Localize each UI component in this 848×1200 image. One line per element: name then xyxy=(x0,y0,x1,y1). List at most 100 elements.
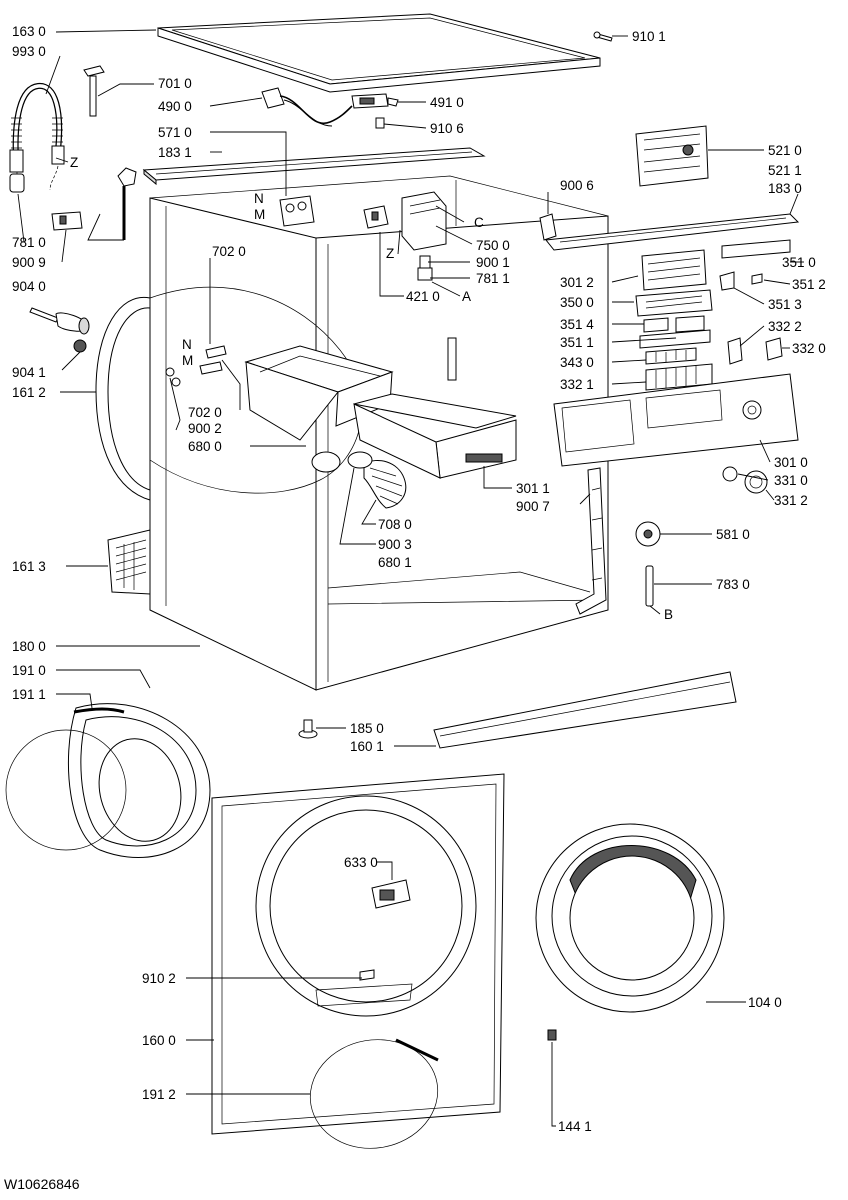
plinth-160-1-part xyxy=(433,671,737,749)
display-board-350-0-part xyxy=(635,289,713,317)
label-N-top: N xyxy=(254,191,264,206)
clip-900-9-part xyxy=(51,211,83,231)
label-A: A xyxy=(462,289,471,304)
connector-knob-701-0-part xyxy=(83,65,105,117)
label-351-2: 351 2 xyxy=(792,277,826,292)
label-301-1: 301 1 xyxy=(516,481,550,496)
label-C: C xyxy=(474,215,484,230)
lever-332-0-part xyxy=(765,337,783,361)
label-993-0: 993 0 xyxy=(12,44,46,59)
label-900-1: 900 1 xyxy=(476,255,510,270)
inlet-valve-part xyxy=(279,195,315,227)
label-781-0: 781 0 xyxy=(12,235,46,250)
label-680-0: 680 0 xyxy=(188,439,222,454)
label-910-1: 910 1 xyxy=(632,29,666,44)
detergent-drawer-301-1-part xyxy=(353,393,517,479)
label-900-3: 900 3 xyxy=(378,537,412,552)
connector-900-6-part xyxy=(539,213,557,241)
tube-783-0-part xyxy=(645,565,654,607)
top-cover-part xyxy=(157,13,601,93)
label-351-1: 351 1 xyxy=(560,335,594,350)
label-332-2: 332 2 xyxy=(768,319,802,334)
vent-grille-161-3-part xyxy=(107,529,151,595)
label-191-0: 191 0 xyxy=(12,663,46,678)
label-332-1: 332 1 xyxy=(560,377,594,392)
hose-nozzle-571-0-part xyxy=(117,167,137,240)
label-421-0: 421 0 xyxy=(406,289,440,304)
label-M-top: M xyxy=(254,207,265,222)
label-351-0: 351 0 xyxy=(782,255,816,270)
keypad-351-4-part xyxy=(643,317,669,333)
label-680-1: 680 1 xyxy=(378,555,412,570)
label-708-0: 708 0 xyxy=(378,517,412,532)
control-board-301-2-part xyxy=(641,249,707,291)
clamp-ring-191-2-part xyxy=(309,1038,439,1149)
label-104-0: 104 0 xyxy=(748,995,782,1010)
label-910-2: 910 2 xyxy=(142,971,176,986)
label-351-4: 351 4 xyxy=(560,317,594,332)
label-161-3: 161 3 xyxy=(12,559,46,574)
door-104-0-part xyxy=(535,823,725,1013)
label-180-0: 180 0 xyxy=(12,639,46,654)
label-351-3: 351 3 xyxy=(768,297,802,312)
foot-185-0-part xyxy=(298,719,318,739)
screw-910-1-part xyxy=(593,31,613,42)
label-491-0: 491 0 xyxy=(430,95,464,110)
label-521-0: 521 0 xyxy=(768,143,802,158)
rail-183-1-part xyxy=(142,147,486,186)
detergent-drawer-housing-680-0-part xyxy=(244,345,394,473)
label-N-mid: N xyxy=(182,337,192,352)
document-id: W10626846 xyxy=(4,1176,80,1192)
nut-144-1-part xyxy=(547,1029,557,1041)
bolt-904-0-part xyxy=(29,307,90,335)
label-633-0: 633 0 xyxy=(344,855,378,870)
label-160-1: 160 1 xyxy=(350,739,384,754)
label-191-2: 191 2 xyxy=(142,1087,176,1102)
noise-filter-750-0-part xyxy=(401,191,447,281)
label-160-0: 160 0 xyxy=(142,1033,176,1048)
label-183-0: 183 0 xyxy=(768,181,802,196)
screw-910-2-part xyxy=(359,969,375,981)
connector-421-0-part xyxy=(363,205,389,229)
label-900-7: 900 7 xyxy=(516,499,550,514)
front-panel-160-0-part xyxy=(211,773,505,1135)
label-521-1: 521 1 xyxy=(768,163,802,178)
label-161-2: 161 2 xyxy=(12,385,46,400)
label-350-0: 350 0 xyxy=(560,295,594,310)
label-701-0: 701 0 xyxy=(158,76,192,91)
control-module-521-0-part xyxy=(635,125,709,187)
screw-910-6-part xyxy=(375,117,385,129)
label-910-6: 910 6 xyxy=(430,121,464,136)
leader-lines xyxy=(17,29,804,1127)
label-B: B xyxy=(664,607,673,622)
label-332-0: 332 0 xyxy=(792,341,826,356)
label-900-6: 900 6 xyxy=(560,178,594,193)
label-571-0: 571 0 xyxy=(158,125,192,140)
label-900-2: 900 2 xyxy=(188,421,222,436)
button-strip-351-0-part xyxy=(721,239,791,259)
console-rail-183-0-part xyxy=(545,213,800,251)
label-Z-top: Z xyxy=(70,155,78,170)
knob-331-0-part xyxy=(722,466,768,494)
label-781-1: 781 1 xyxy=(476,271,510,286)
label-185-0: 185 0 xyxy=(350,721,384,736)
valve-tubes-702-0-part xyxy=(165,345,227,387)
clip-351-2-part xyxy=(751,273,763,285)
label-490-0: 490 0 xyxy=(158,99,192,114)
hose-clamp-781-0-part xyxy=(9,173,25,193)
wiring-490-0-part xyxy=(261,87,353,127)
label-191-1: 191 1 xyxy=(12,687,46,702)
led-strip-343-0-part xyxy=(645,347,697,365)
label-301-2: 301 2 xyxy=(560,275,594,290)
label-144-1: 144 1 xyxy=(558,1119,592,1134)
filter-491-0-part xyxy=(351,93,399,109)
label-702-0-lower: 702 0 xyxy=(188,405,222,420)
pressure-switch-581-0-part xyxy=(635,521,661,547)
label-331-2: 331 2 xyxy=(774,493,808,508)
label-343-0: 343 0 xyxy=(560,355,594,370)
label-M-mid: M xyxy=(182,353,193,368)
label-Z-mid: Z xyxy=(386,246,394,261)
lever-332-2-part xyxy=(727,337,743,365)
label-900-9: 900 9 xyxy=(12,255,46,270)
